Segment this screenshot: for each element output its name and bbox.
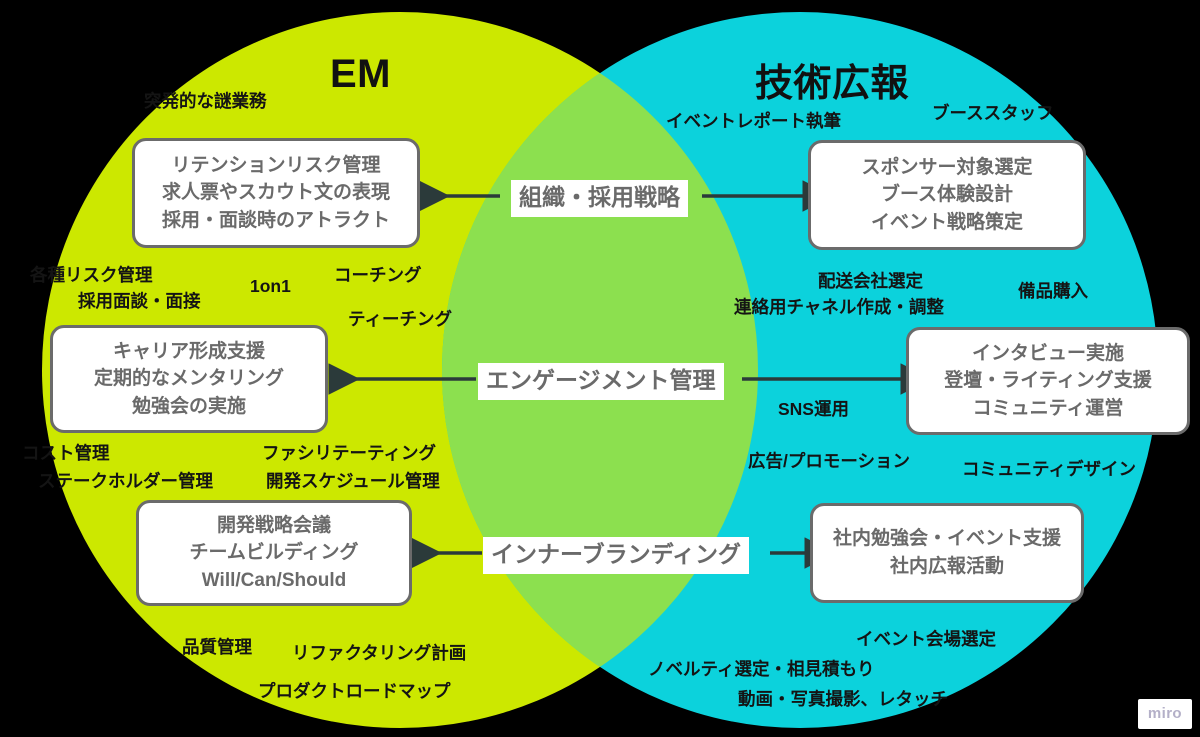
- card-line: スポンサー対象選定: [861, 156, 1033, 178]
- keyword-label-left-2: 1on1: [250, 276, 291, 296]
- miro-watermark: miro: [1137, 699, 1192, 729]
- keyword-label-left-1: 各種リスク管理: [30, 265, 153, 285]
- keyword-label-left-11: リファクタリング計画: [292, 643, 467, 663]
- keyword-label-right-2: 配送会社選定: [818, 271, 923, 291]
- card-line: 開発戦略会議: [216, 514, 331, 536]
- em-branding-card[interactable]: 開発戦略会議 チームビルディング Will/Can/Should: [136, 500, 412, 606]
- keyword-label-left-9: 開発スケジュール管理: [266, 471, 440, 491]
- keyword-label-right-9: ノベルティ選定・相見積もり: [648, 659, 875, 679]
- keyword-label-left-0: 突発的な謎業務: [144, 91, 267, 111]
- center-label-recruiting[interactable]: 組織・採用戦略: [511, 180, 688, 217]
- keyword-label-right-4: 連絡用チャネル作成・調整: [734, 297, 944, 317]
- keyword-label-right-1: ブーススタッフ: [932, 103, 1054, 123]
- keyword-label-left-7: ファシリテーティング: [262, 443, 436, 463]
- keyword-label-left-10: 品質管理: [182, 637, 252, 657]
- card-line: 勉強会の実施: [131, 395, 246, 417]
- keyword-label-right-7: コミュニティデザイン: [962, 459, 1136, 479]
- left-circle-title: EM: [330, 52, 391, 96]
- card-line: コミュニティ運営: [972, 397, 1124, 419]
- keyword-label-left-8: ステークホルダー管理: [38, 471, 213, 491]
- keyword-label-right-10: 動画・写真撮影、レタッチ: [738, 689, 948, 709]
- pr-engagement-card[interactable]: インタビュー実施 登壇・ライティング支援 コミュニティ運営: [906, 327, 1190, 435]
- em-engagement-card[interactable]: キャリア形成支援 定期的なメンタリング 勉強会の実施: [50, 325, 328, 433]
- em-recruiting-card[interactable]: リテンションリスク管理 求人票やスカウト文の表現 採用・面談時のアトラクト: [132, 138, 420, 248]
- card-line: リテンションリスク管理: [171, 154, 381, 176]
- card-line: イベント戦略策定: [870, 211, 1023, 233]
- keyword-label-left-5: ティーチング: [348, 309, 452, 329]
- card-line: 採用・面談時のアトラクト: [161, 209, 390, 231]
- card-line: 登壇・ライティング支援: [944, 370, 1152, 392]
- keyword-label-right-3: 備品購入: [1018, 281, 1088, 301]
- card-line: 求人票やスカウト文の表現: [161, 182, 390, 204]
- card-line: 定期的なメンタリング: [93, 368, 284, 390]
- keyword-label-left-12: プロダクトロードマップ: [258, 681, 451, 701]
- keyword-label-right-8: イベント会場選定: [856, 629, 996, 649]
- pr-recruiting-card[interactable]: スポンサー対象選定 ブース体験設計 イベント戦略策定: [808, 140, 1086, 250]
- keyword-label-left-4: 採用面談・面接: [78, 291, 201, 311]
- keyword-label-right-0: イベントレポート執筆: [666, 111, 841, 131]
- card-line: キャリア形成支援: [112, 340, 265, 362]
- card-line: インタビュー実施: [971, 342, 1124, 364]
- keyword-label-left-6: コスト管理: [22, 443, 110, 463]
- pr-branding-card[interactable]: 社内勉強会・イベント支援 社内広報活動: [810, 503, 1084, 603]
- card-line: ブース体験設計: [880, 184, 1014, 206]
- keyword-label-right-5: SNS運用: [778, 399, 849, 419]
- card-line: 社内勉強会・イベント支援: [832, 528, 1061, 550]
- card-line: Will/Can/Should: [201, 569, 347, 591]
- right-circle-title: 技術広報: [755, 63, 910, 105]
- center-label-branding[interactable]: インナーブランディング: [483, 537, 750, 574]
- keyword-label-right-6: 広告/プロモーション: [748, 451, 911, 471]
- center-label-engagement[interactable]: エンゲージメント管理: [478, 363, 724, 400]
- card-line: チームビルディング: [189, 542, 359, 564]
- keyword-label-left-3: コーチング: [334, 265, 422, 285]
- card-line: 社内広報活動: [889, 556, 1004, 577]
